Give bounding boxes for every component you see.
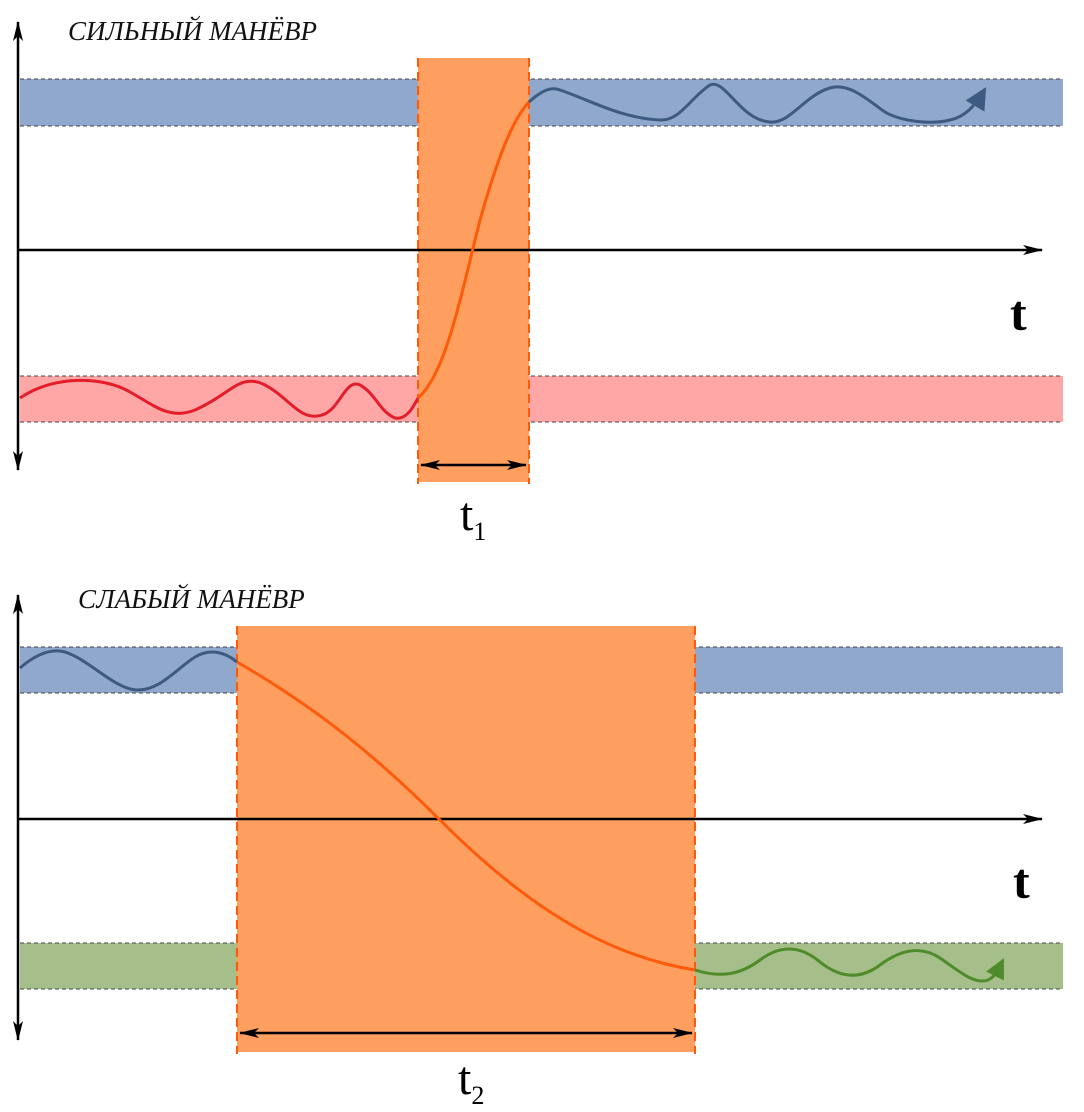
- duration-symbol: t: [458, 1052, 472, 1105]
- duration-subscript: 2: [471, 1081, 484, 1110]
- transition-curve: [236, 660, 696, 972]
- initial-state-curve: [19, 649, 238, 692]
- panel-title: СЛАБЫЙ МАНЁВР: [78, 583, 305, 614]
- duration-symbol: t: [460, 488, 474, 541]
- lower-state-band: [20, 375, 1063, 423]
- transition-region: [236, 626, 696, 1054]
- final-state-curve: [527, 82, 987, 124]
- duration-subscript: 1: [473, 517, 486, 546]
- transition-region: [417, 58, 530, 484]
- transition-curve: [417, 100, 531, 400]
- final-state-curve: [694, 947, 1005, 983]
- time-axis-label: t: [1010, 285, 1027, 341]
- panel-weak-maneuver: СЛАБЫЙ МАНЁВР t: [13, 583, 1063, 1110]
- duration-label: t2: [458, 1052, 484, 1110]
- panel-title: СИЛЬНЫЙ МАНЁВР: [68, 15, 317, 46]
- duration-label: t1: [460, 488, 486, 546]
- panel-strong-maneuver: СИЛЬНЫЙ МАНЁВР t: [13, 15, 1063, 546]
- initial-state-curve: [19, 378, 420, 420]
- upper-state-band: [20, 78, 1063, 127]
- time-axis-label: t: [1013, 853, 1030, 909]
